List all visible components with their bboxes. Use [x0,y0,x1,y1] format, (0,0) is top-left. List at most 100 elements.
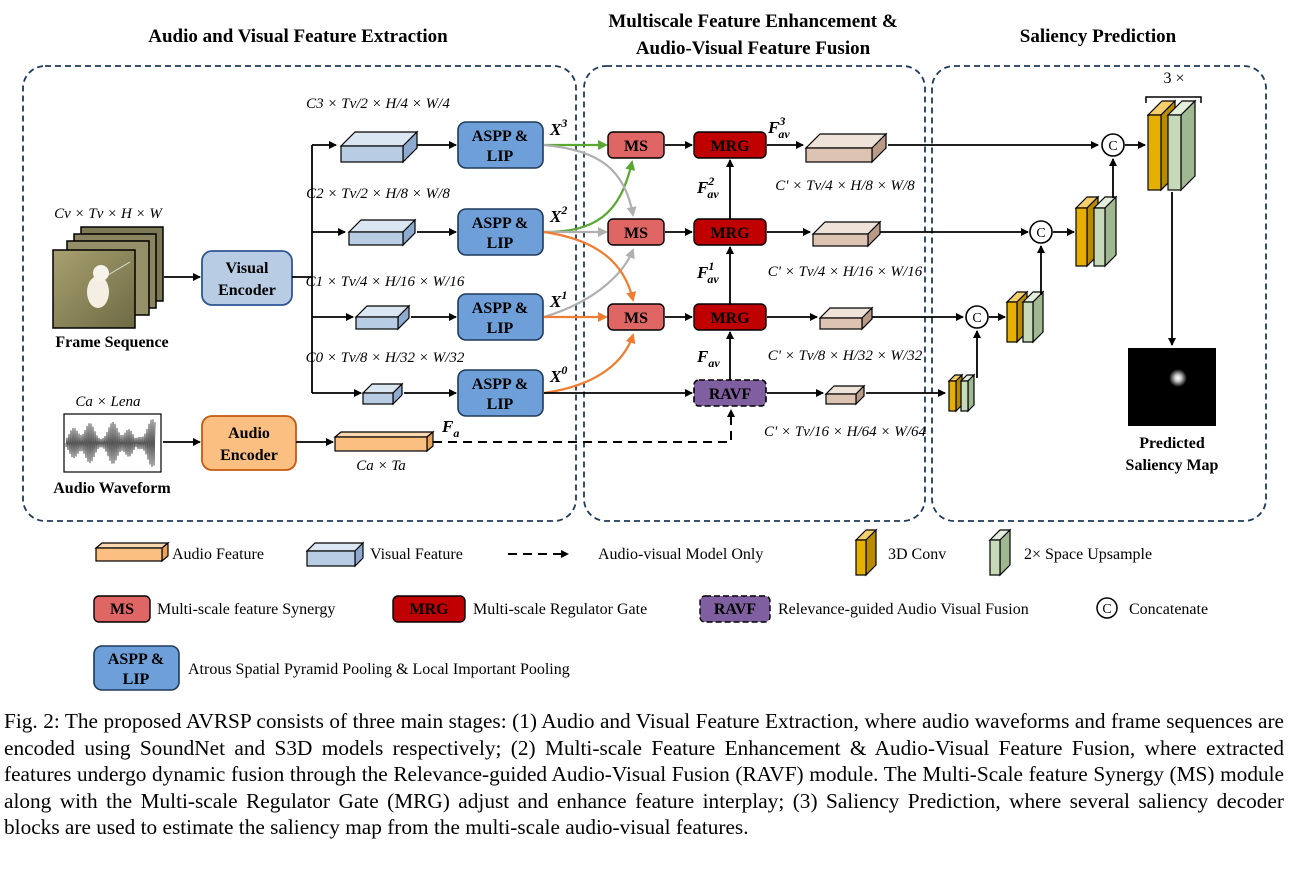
output-label-1: Predicted [1139,435,1205,452]
x1-label: X1 [549,288,567,311]
fused-feature-3 [804,132,888,164]
repeat-label: 3 × [1163,70,1184,87]
ravf-label: RAVF [709,386,752,403]
section-title-extraction: Audio and Visual Feature Extraction [148,26,448,47]
visual-feature-1 [354,304,411,331]
audio-feature-dims: Ca × Ta [356,458,406,474]
frame-sequence-image [52,226,164,329]
extraction-frame [22,65,577,522]
mrg-block-2: MRG [693,218,767,246]
audio-encoder-label-2: Encoder [220,447,278,464]
figure-caption: Fig. 2: The proposed AVRSP consists of t… [4,709,1284,840]
legend-concat-symbol: C [1102,602,1111,617]
fused-feature-0 [824,384,866,406]
legend-upsample: 2× Space Upsample [1024,546,1152,563]
fusion-frame [583,65,926,522]
fused-features [804,132,888,406]
arrow-x0-ms1 [543,333,636,395]
concat-3: C [1101,133,1125,157]
legend-visual-feature-swatch [305,541,365,568]
visual-dims-2: C2 × Tv/2 × H/8 × W/8 [306,186,450,202]
out-dims-0: C' × Tv/16 × H/64 × W/64 [764,424,926,440]
legend-aspp-swatch-label-1: ASPP & [108,651,164,668]
fused-feature-1 [818,306,874,331]
concat-1: C [965,305,989,329]
legend-conv3d-swatch [854,528,878,577]
aspp-block-3-label-2: LIP [487,148,514,165]
visual-encoder-block [201,250,293,306]
frame-dims: Cv × Tv × H × W [54,206,163,222]
legend-audio-feature: Audio Feature [172,546,264,563]
repeat-brace [1145,96,1202,103]
fused-feature-2 [811,220,882,248]
mrg-block-3-label: MRG [710,138,750,155]
saliency-map [1128,348,1216,426]
visual-encoder-label-2: Encoder [218,282,276,299]
mrg-block-2-label: MRG [710,225,750,242]
mrg-block-1: MRG [693,303,767,331]
legend-ms: Multi-scale feature Synergy [157,601,335,618]
audio-waveform-label: Audio Waveform [53,480,171,497]
legend-aspp-swatch [93,645,180,691]
x0-label: X0 [549,363,567,386]
ms-block-3: MS [607,131,665,159]
ms-block-1: MS [607,303,665,331]
out-dims-2: C' × Tv/4 × H/16 × W/16 [768,264,923,280]
legend: Audio Feature Visual Feature Audio-visua… [93,528,1208,691]
fav-label: Fav [696,347,720,370]
ms-block-2: MS [607,218,665,246]
mrg-block-1-label: MRG [710,310,750,327]
section-title-prediction: Saliency Prediction [1020,26,1177,47]
visual-feature-2 [347,218,417,247]
aspp-block-2-label-1: ASPP & [472,215,528,232]
ms-block-2-label: MS [624,225,648,242]
legend-mrg-swatch [392,595,466,623]
mrg-block-3: MRG [693,131,767,159]
section-title-fusion-1: Multiscale Feature Enhancement & [608,11,897,32]
decoder-blocks [947,99,1197,413]
aspp-block-1: ASPP &LIP [457,293,544,341]
legend-aspp: Atrous Spatial Pyramid Pooling & Local I… [188,661,570,678]
legend-ms-swatch-label: MS [110,601,134,618]
concat-1-symbol: C [972,311,981,326]
audio-encoder-block [201,415,297,471]
visual-feature-3 [339,130,419,164]
arrow-x3-ms2 [543,143,637,217]
legend-mrg-swatch-label: MRG [409,601,449,618]
visual-feature-0 [361,382,404,406]
legend-av-only: Audio-visual Model Only [598,546,763,563]
legend-aspp-swatch-label-2: LIP [123,671,150,688]
architecture-diagram: Audio and Visual Feature Extraction Mult… [22,11,1267,691]
fa-label: Fa [441,417,459,440]
ms-block-1-label: MS [624,310,648,327]
arrow-x1-ms2 [543,248,635,319]
aspp-block-3-label-1: ASPP & [472,128,528,145]
visual-encoder-label-1: Visual [226,260,270,277]
mrg-blocks: MRG MRG MRG [693,131,767,331]
audio-waveform-image [63,413,162,473]
audio-encoder-label-1: Audio [228,425,270,442]
legend-ms-swatch [93,595,151,623]
aspp-block-0-label-1: ASPP & [472,376,528,393]
output-label-2: Saliency Map [1126,457,1219,474]
legend-mrg: Multi-scale Regulator Gate [473,601,647,618]
decoder-block-2 [1074,195,1118,268]
x2-label: X2 [549,203,567,226]
legend-concat: Concatenate [1129,601,1208,618]
ms-block-3-label: MS [624,138,648,155]
frame-sequence-label: Frame Sequence [55,334,168,351]
aspp-block-1-label-2: LIP [487,320,514,337]
legend-conv3d: 3D Conv [888,546,946,563]
legend-ravf-swatch [699,595,771,623]
legend-upsample-swatch [988,528,1012,577]
section-title-fusion-2: Audio-Visual Feature Fusion [636,38,871,59]
arrow-x2-ms1 [543,230,637,302]
audio-dims: Ca × Lena [75,394,140,410]
visual-features [339,130,419,406]
audio-feature-bar [333,430,435,453]
out-dims-1: C' × Tv/8 × H/32 × W/32 [768,348,923,364]
legend-audio-feature-swatch [94,541,170,563]
